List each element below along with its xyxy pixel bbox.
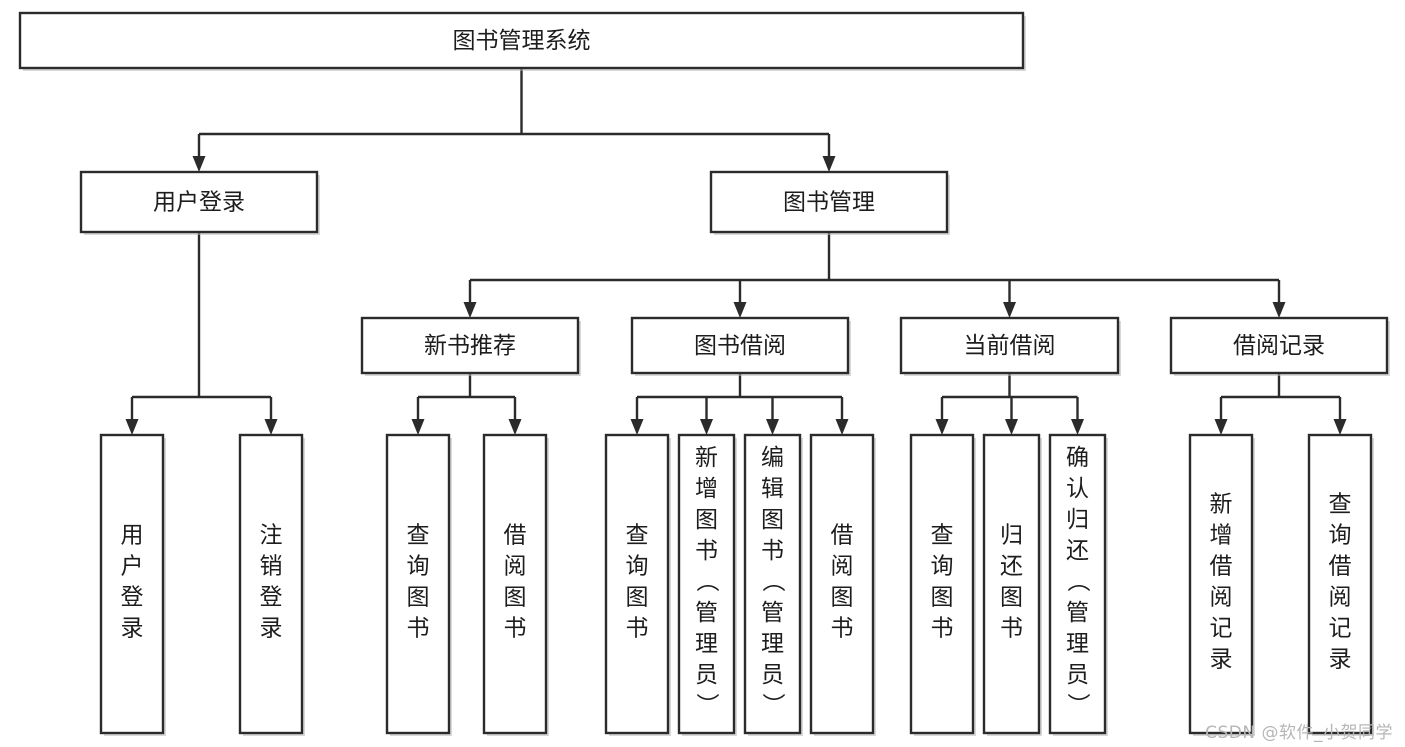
node-box[interactable] [1169, 316, 1389, 375]
arrow-head-icon [1272, 302, 1286, 318]
arrow-head-icon [1005, 419, 1018, 435]
node-box[interactable] [1188, 433, 1254, 735]
flowchart-node[interactable]: 图书借阅 [630, 316, 851, 376]
node-label: 当前借阅 [964, 333, 1056, 359]
flowchart-node[interactable]: 注销登录 [238, 433, 305, 736]
arrow-head-icon [1003, 302, 1016, 318]
node-box[interactable] [809, 433, 875, 735]
node-box[interactable] [630, 316, 850, 375]
arrow-head-icon [508, 419, 522, 435]
flowchart-node[interactable]: 查询借阅记录 [1307, 433, 1374, 736]
arrow-head-icon [264, 419, 278, 435]
node-box[interactable] [1048, 433, 1107, 735]
node-box[interactable] [743, 433, 802, 735]
flowchart-node[interactable]: 借阅图书 [482, 433, 549, 736]
flowchart-node[interactable]: 用户登录 [79, 170, 320, 235]
flowchart-node[interactable]: 图书管理系统 [18, 11, 1026, 71]
node-label: 借阅图书 [504, 523, 527, 642]
arrow-head-icon [463, 302, 477, 318]
arrow-head-icon [935, 419, 949, 435]
flowchart-node[interactable]: 借阅图书 [809, 433, 876, 736]
node-box[interactable] [1307, 433, 1373, 735]
arrow-head-icon [192, 156, 206, 172]
node-label: 查询图书 [626, 523, 649, 642]
node-box[interactable] [982, 433, 1041, 735]
node-label: 图书借阅 [694, 333, 786, 359]
connector-layer [125, 68, 1347, 435]
node-box[interactable] [385, 433, 451, 735]
node-layer: 图书管理系统用户登录图书管理新书推荐图书借阅当前借阅借阅记录用户登录注销登录查询… [18, 11, 1390, 736]
node-box[interactable] [482, 433, 548, 735]
flowchart-node[interactable]: 查询图书 [909, 433, 976, 736]
arrow-head-icon [733, 302, 747, 318]
node-label: 编辑图书（管理员） [761, 445, 786, 719]
node-label: 查询图书 [931, 523, 954, 642]
node-label: 借阅图书 [831, 523, 854, 642]
watermark-label: CSDN @软件_小贺同学 [1205, 723, 1393, 743]
node-label: 确认归还（管理员） [1066, 445, 1091, 719]
arrow-head-icon [700, 419, 713, 435]
node-label: 查询图书 [407, 523, 430, 642]
node-label: 新书推荐 [424, 333, 516, 359]
node-box[interactable] [909, 433, 975, 735]
flowchart-node[interactable]: 当前借阅 [899, 316, 1121, 376]
node-box[interactable] [360, 316, 580, 375]
node-box[interactable] [899, 316, 1120, 375]
flowchart-node[interactable]: 用户登录 [99, 433, 166, 736]
node-label: 图书管理系统 [453, 28, 591, 54]
node-label: 用户登录 [121, 523, 144, 642]
node-label: 注销登录 [260, 523, 283, 642]
flowchart-node[interactable]: 借阅记录 [1169, 316, 1390, 376]
flowchart-node[interactable]: 编辑图书（管理员） [743, 433, 803, 736]
node-box[interactable] [677, 433, 736, 735]
flowchart-node[interactable]: 新增借阅记录 [1188, 433, 1255, 736]
arrow-head-icon [1214, 419, 1228, 435]
arrow-head-icon [411, 419, 425, 435]
node-label: 新增图书（管理员） [695, 445, 720, 719]
arrow-head-icon [1333, 419, 1347, 435]
node-box[interactable] [238, 433, 304, 735]
arrow-head-icon [630, 419, 644, 435]
flowchart-node[interactable]: 确认归还（管理员） [1048, 433, 1108, 736]
flowchart-node[interactable]: 查询图书 [604, 433, 671, 736]
flowchart-node[interactable]: 查询图书 [385, 433, 452, 736]
node-label: 借阅记录 [1233, 333, 1325, 359]
node-box[interactable] [709, 170, 949, 234]
flowchart-node[interactable]: 图书管理 [709, 170, 950, 235]
node-label: 查询借阅记录 [1329, 492, 1352, 673]
node-box[interactable] [604, 433, 670, 735]
flowchart-node[interactable]: 新增图书（管理员） [677, 433, 737, 736]
node-box[interactable] [18, 11, 1025, 70]
node-label: 用户登录 [153, 190, 245, 216]
arrow-head-icon [125, 419, 139, 435]
flowchart-node[interactable]: 新书推荐 [360, 316, 581, 376]
arrow-head-icon [835, 419, 849, 435]
node-label: 图书管理 [783, 190, 875, 216]
arrow-head-icon [822, 156, 836, 172]
flowchart-node[interactable]: 归还图书 [982, 433, 1042, 736]
arrow-head-icon [1071, 419, 1084, 435]
arrow-head-icon [766, 419, 779, 435]
node-label: 归还图书 [1000, 523, 1023, 642]
node-box[interactable] [79, 170, 319, 234]
node-box[interactable] [99, 433, 165, 735]
node-label: 新增借阅记录 [1210, 492, 1233, 673]
